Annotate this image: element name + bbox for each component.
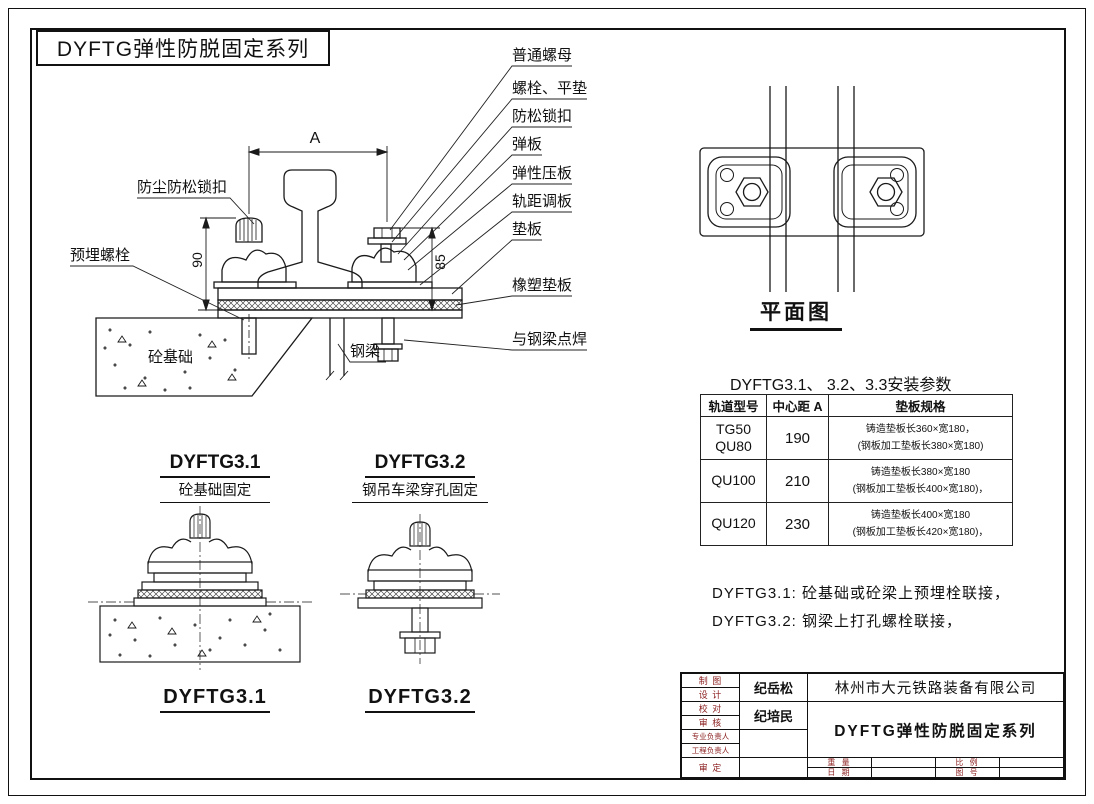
role-designer: 设 计: [682, 688, 740, 702]
base-plate: [217, 287, 463, 301]
sheet-title: DYFTG弹性防脱固定系列: [56, 38, 310, 61]
rail-model: QU120: [700, 502, 767, 546]
plate-spec: 铸造垫板长380×宽180 (钢板加工垫板长400×宽180)，: [828, 459, 1013, 503]
leader-lines: [70, 65, 587, 363]
callout-spot-weld: 与钢梁点焊: [512, 331, 588, 348]
rail-profile: [257, 169, 363, 289]
col-rail-model: 轨道型号: [700, 394, 767, 417]
right-washer: [367, 237, 407, 245]
steel-beam-web: [329, 318, 345, 376]
role-project-lead: 工程负责人: [682, 744, 740, 758]
col-plate-spec: 垫板规格: [828, 394, 1013, 417]
variant1-caption: DYFTG3.1: [160, 686, 270, 713]
designer-name: 纪岳松: [740, 674, 808, 702]
note-v1: DYFTG3.1: 砼基础或砼梁上预埋栓联接，: [712, 585, 1011, 602]
params-table: 轨道型号 中心距 A 垫板规格 TG50 QU80 190 铸造垫板长360×宽…: [700, 394, 1013, 546]
callout-concrete: 砼基础: [146, 349, 196, 367]
variant1-drawing: [88, 506, 312, 670]
table-row: QU100 210 铸造垫板长380×宽180 (钢板加工垫板长400×宽180…: [700, 459, 1013, 503]
bottom-plate: [217, 309, 463, 319]
callout-gauge-plate: 轨距调板: [512, 193, 573, 210]
field-weight: 重 量: [808, 758, 872, 768]
sheet-title-box: DYFTG弹性防脱固定系列: [36, 30, 330, 66]
company-name: 林州市大元铁路装备有限公司: [808, 674, 1064, 702]
right-clip: [351, 247, 417, 283]
concrete-foundation: [95, 317, 314, 397]
rubber-pad: [217, 299, 463, 311]
table-row: TG50 QU80 190 铸造垫板长360×宽180， (钢板加工垫板长380…: [700, 416, 1013, 460]
callout-dust-lock: 防尘防松锁扣: [137, 179, 228, 196]
empty-name-cell: [740, 730, 808, 758]
table-row: QU120 230 铸造垫板长400×宽180 (钢板加工垫板长420×宽180…: [700, 502, 1013, 546]
variant2-drawing: [340, 514, 500, 664]
role-proofreader: 校 对: [682, 702, 740, 716]
dim-90: 90: [189, 252, 205, 268]
plan-view-drawing: [699, 86, 925, 292]
plan-right-hex-nut: [869, 177, 903, 207]
plan-right-clip: [833, 156, 917, 228]
role-reviewer: 审 核: [682, 716, 740, 730]
product-name: DYFTG弹性防脱固定系列: [808, 702, 1064, 758]
variant1-desc: 砼基础固定: [160, 479, 270, 503]
callout-bolt-washer: 螺栓、平垫: [512, 80, 588, 97]
callout-spring-plate: 弹板: [512, 136, 543, 153]
through-bolt-shaft: [381, 317, 395, 345]
dim-a: A: [309, 130, 321, 147]
plan-left-clip: [707, 156, 791, 228]
plan-left-hex-nut: [735, 177, 769, 207]
callout-base-plate: 垫板: [512, 221, 543, 238]
checker-name: 纪培民: [740, 702, 808, 730]
callout-rubber-pad: 橡塑垫板: [512, 277, 573, 294]
callout-ordinary-nut: 普通螺母: [512, 47, 573, 64]
callout-steel-beam: 钢梁: [350, 343, 381, 360]
outer-border: [8, 8, 1086, 796]
table-header-row: 轨道型号 中心距 A 垫板规格: [700, 394, 1013, 417]
field-date: 日 期: [808, 768, 872, 778]
variant2-desc: 钢吊车梁穿孔固定: [352, 479, 488, 503]
col-center-distance: 中心距 A: [766, 394, 829, 417]
right-bolt-shaft: [380, 243, 392, 263]
field-drawing-no-value: [1000, 768, 1064, 778]
rail-model: QU100: [700, 459, 767, 503]
through-bolt-nut: [377, 348, 399, 362]
center-distance: 190: [766, 416, 829, 460]
field-scale: 比 例: [936, 758, 1000, 768]
dimension-lines: [198, 146, 446, 312]
field-scale-value: [1000, 758, 1064, 768]
plan-base-plate: [699, 147, 925, 237]
role-drafter: 制 图: [682, 674, 740, 688]
variant1-name: DYFTG3.1: [160, 452, 270, 478]
dim-85: 85: [432, 254, 448, 270]
note-v2: DYFTG3.2: 钢梁上打孔螺栓联接，: [712, 613, 963, 630]
center-distance: 230: [766, 502, 829, 546]
right-gauge-plate: [347, 281, 433, 289]
rail-edges: [769, 86, 855, 292]
title-block: 制 图 设 计 校 对 审 核 专业负责人 工程负责人 审 定 纪岳松 纪培民 …: [680, 672, 1066, 780]
field-weight-value: [872, 758, 936, 768]
field-date-value: [872, 768, 936, 778]
callout-elastic-clamp: 弹性压板: [512, 165, 573, 182]
variant2-name: DYFTG3.2: [365, 452, 475, 478]
empty-name-cell: [740, 758, 808, 778]
role-approver: 审 定: [682, 758, 740, 778]
variant2-caption: DYFTG3.2: [365, 686, 475, 713]
rail-model: TG50 QU80: [700, 416, 767, 460]
left-clip: [221, 249, 287, 283]
left-gauge-plate: [213, 281, 297, 289]
callout-embedded-bolt: 预埋螺栓: [70, 247, 131, 264]
plate-spec: 铸造垫板长360×宽180， (钢板加工垫板长380×宽180): [828, 416, 1013, 460]
plan-view-caption: 平面图: [750, 296, 842, 331]
role-discipline-lead: 专业负责人: [682, 730, 740, 744]
params-table-title: DYFTG3.1、 3.2、3.3安装参数: [730, 377, 952, 394]
plate-spec: 铸造垫板长400×宽180 (钢板加工垫板长420×宽180)，: [828, 502, 1013, 546]
callout-antiloosen-lock: 防松锁扣: [512, 108, 573, 125]
field-drawing-no: 图 号: [936, 768, 1000, 778]
inner-border: [30, 28, 1066, 780]
center-distance: 210: [766, 459, 829, 503]
